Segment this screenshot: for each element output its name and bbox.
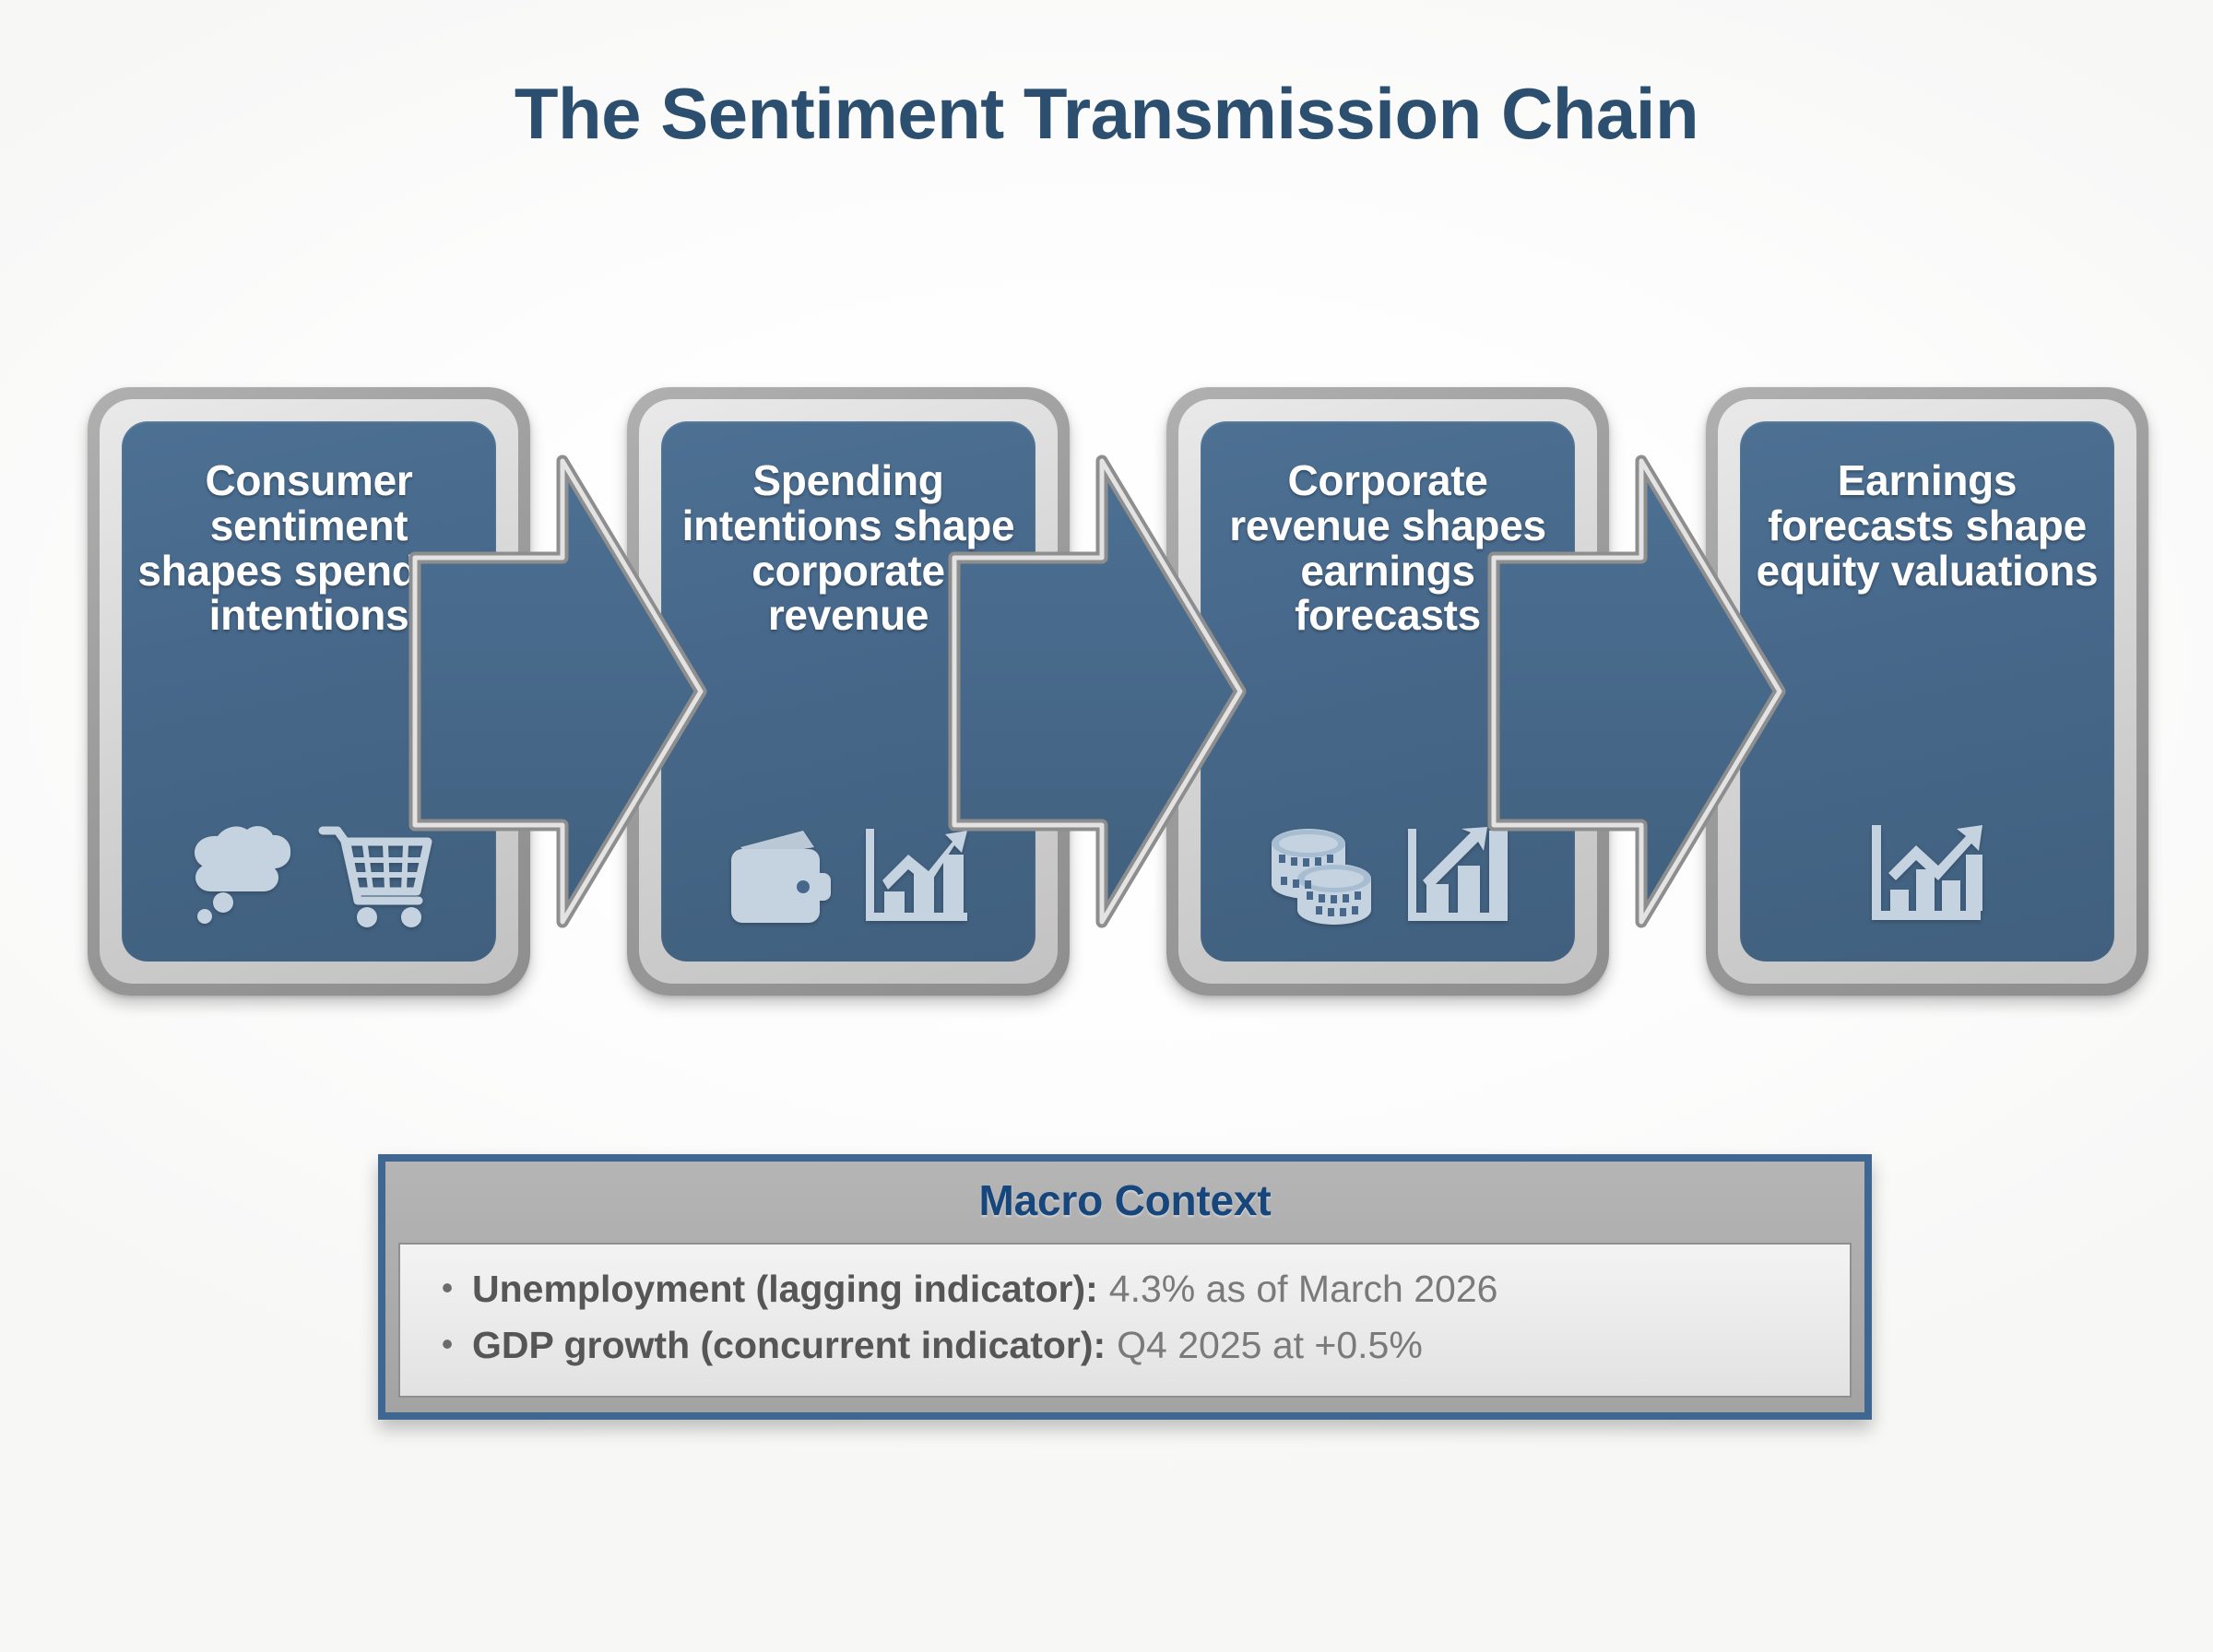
chain-node-spending-intentions[interactable]: Spending intentions shape corporate reve… [627,387,1070,996]
macro-item-label: GDP growth (concurrent indicator): [472,1323,1106,1366]
bullet-icon: • [441,1324,454,1363]
node-icon-group [122,821,496,930]
macro-context-title: Macro Context [978,1176,1272,1224]
macro-item-label: Unemployment (lagging indicator): [472,1268,1098,1310]
chain-node-corporate-revenue[interactable]: Corporate revenue shapes earnings foreca… [1166,387,1609,996]
node-outer-frame: Earnings forecasts shape equity valuatio… [1706,387,2148,996]
page-title: The Sentiment Transmission Chain [514,73,1699,154]
node-inner-bevel: Earnings forecasts shape equity valuatio… [1718,399,2136,984]
growth-bar-chart-icon [1866,823,1988,930]
growth-bar-chart-icon [860,827,973,930]
node-body: Corporate revenue shapes earnings foreca… [1201,421,1575,962]
shopping-cart-icon [317,821,435,930]
bar-chart-arrow-icon [1402,827,1513,930]
node-outer-frame: Corporate revenue shapes earnings foreca… [1166,387,1609,996]
coin-stack-icon [1262,827,1379,930]
macro-item-value: 4.3% as of March 2026 [1108,1268,1498,1310]
macro-context-list: • Unemployment (lagging indicator): 4.3%… [398,1243,1852,1398]
node-inner-bevel: Corporate revenue shapes earnings foreca… [1178,399,1597,984]
chain-node-earnings-forecasts[interactable]: Earnings forecasts shape equity valuatio… [1706,387,2148,996]
bullet-icon: • [441,1268,454,1306]
node-label: Corporate revenue shapes earnings foreca… [1229,456,1546,640]
node-inner-bevel: Spending intentions shape corporate reve… [639,399,1058,984]
macro-context-panel: Macro Context • Unemployment (lagging in… [378,1154,1872,1420]
node-icon-group [661,827,1035,930]
list-item: • GDP growth (concurrent indicator): Q4 … [422,1317,1831,1374]
node-body: Earnings forecasts shape equity valuatio… [1740,421,2114,962]
node-label: Spending intentions shape corporate reve… [681,456,1015,640]
node-body: Consumer sentiment shapes spending inten… [122,421,496,962]
node-outer-frame: Spending intentions shape corporate reve… [627,387,1070,996]
list-item: • Unemployment (lagging indicator): 4.3%… [422,1261,1831,1317]
node-label: Consumer sentiment shapes spending inten… [137,456,480,640]
node-outer-frame: Consumer sentiment shapes spending inten… [88,387,530,996]
chain-node-consumer-sentiment[interactable]: Consumer sentiment shapes spending inten… [88,387,530,996]
sentiment-transmission-chain: Consumer sentiment shapes spending inten… [0,387,2213,1014]
node-inner-bevel: Consumer sentiment shapes spending inten… [100,399,518,984]
node-label: Earnings forecasts shape equity valuatio… [1756,456,2099,595]
wallet-icon [724,827,836,930]
node-icon-group [1201,827,1575,930]
macro-item-value: Q4 2025 at +0.5% [1117,1323,1423,1366]
node-body: Spending intentions shape corporate reve… [661,421,1035,962]
thought-cloud-icon [183,821,293,930]
node-icon-group [1740,823,2114,930]
